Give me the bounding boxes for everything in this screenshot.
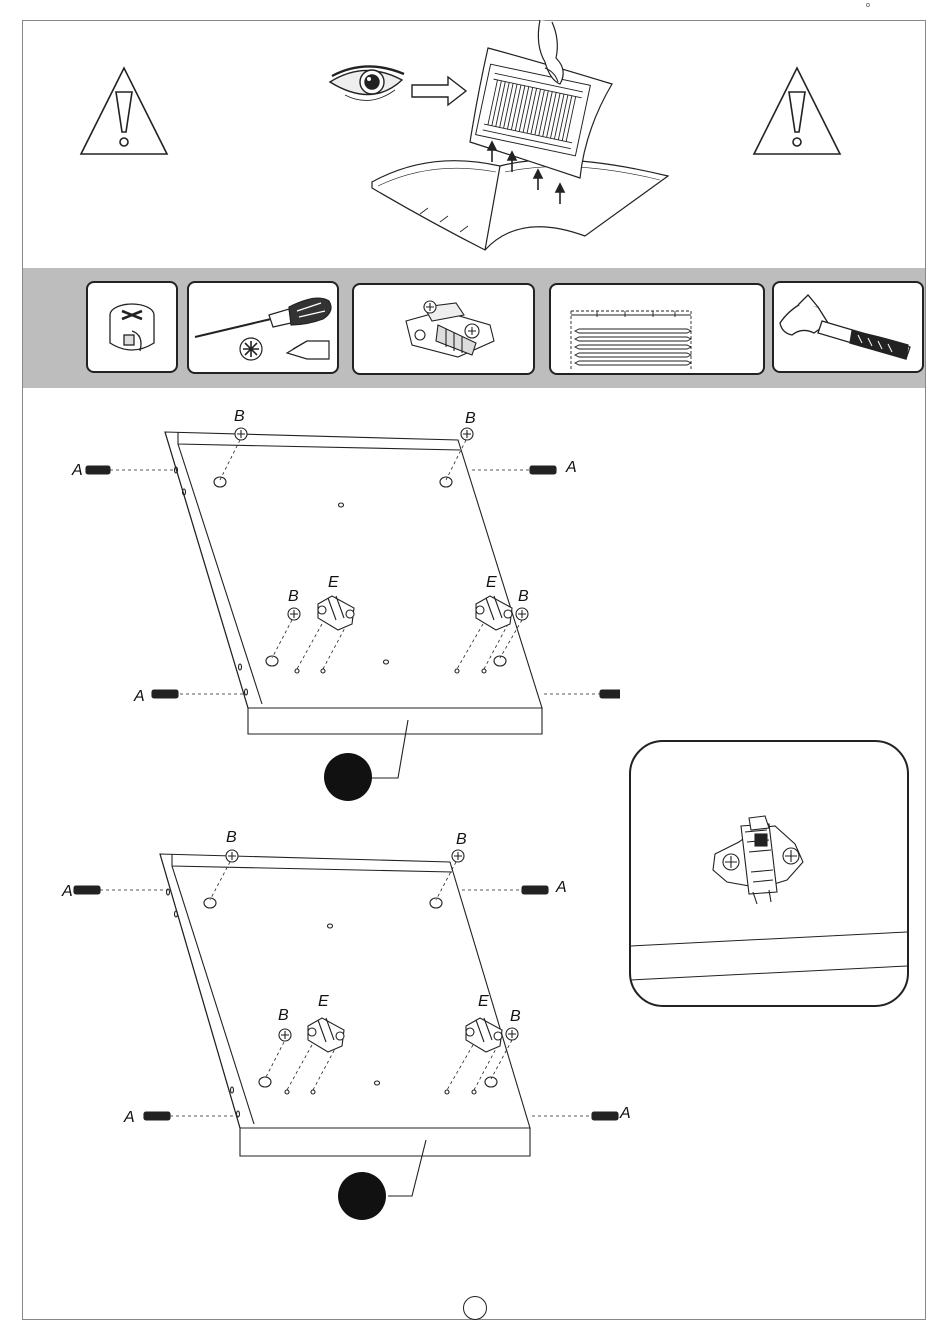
label-b-4: B xyxy=(518,588,529,605)
label-e-4: E xyxy=(478,993,489,1010)
label-b-3: B xyxy=(288,588,299,605)
arrow-right-icon xyxy=(412,77,466,105)
label-a-6: A xyxy=(555,879,567,896)
header-illustration xyxy=(0,0,950,268)
hinge-detail-box xyxy=(629,740,909,1007)
tool-hammer xyxy=(772,281,924,373)
screwdriver-icon xyxy=(189,283,337,372)
step-badge-2 xyxy=(338,1172,386,1220)
manual-pages-icon xyxy=(551,285,763,373)
tool-hinge-plate xyxy=(352,283,535,375)
label-e-2: E xyxy=(486,574,497,591)
label-b-1: B xyxy=(234,408,245,425)
tool-manual xyxy=(549,283,765,375)
step-badge-1 xyxy=(324,753,372,801)
warning-triangle-right-icon xyxy=(754,68,840,154)
cam-lock-icon xyxy=(88,283,176,371)
page-number-circle xyxy=(463,1296,487,1320)
label-b-5: B xyxy=(226,829,237,846)
hinge-detail-icon xyxy=(631,742,907,1005)
label-a-7: A xyxy=(123,1109,135,1126)
tool-cam-lock xyxy=(86,281,178,373)
label-a-2: A xyxy=(565,459,577,476)
eye-icon xyxy=(330,66,404,100)
warning-triangle-left-icon xyxy=(81,68,167,154)
label-e-3: E xyxy=(318,993,329,1010)
label-a-8: A xyxy=(619,1105,631,1122)
label-b-8: B xyxy=(510,1008,521,1025)
label-b-2: B xyxy=(465,410,476,427)
label-a-5: A xyxy=(61,883,73,900)
label-a-1: A xyxy=(71,462,83,479)
manual-book-icon xyxy=(372,20,668,250)
label-b-7: B xyxy=(278,1007,289,1024)
label-a-3: A xyxy=(133,688,145,705)
tool-screwdriver xyxy=(187,281,339,374)
assembly-panel-1: B B A A B E E B A A xyxy=(0,390,620,810)
label-e-1: E xyxy=(328,574,339,591)
label-b-6: B xyxy=(456,831,467,848)
hammer-icon xyxy=(774,283,922,371)
hinge-plate-icon xyxy=(354,285,533,373)
assembly-panel-2: B B A A B E E B A A xyxy=(0,820,640,1230)
